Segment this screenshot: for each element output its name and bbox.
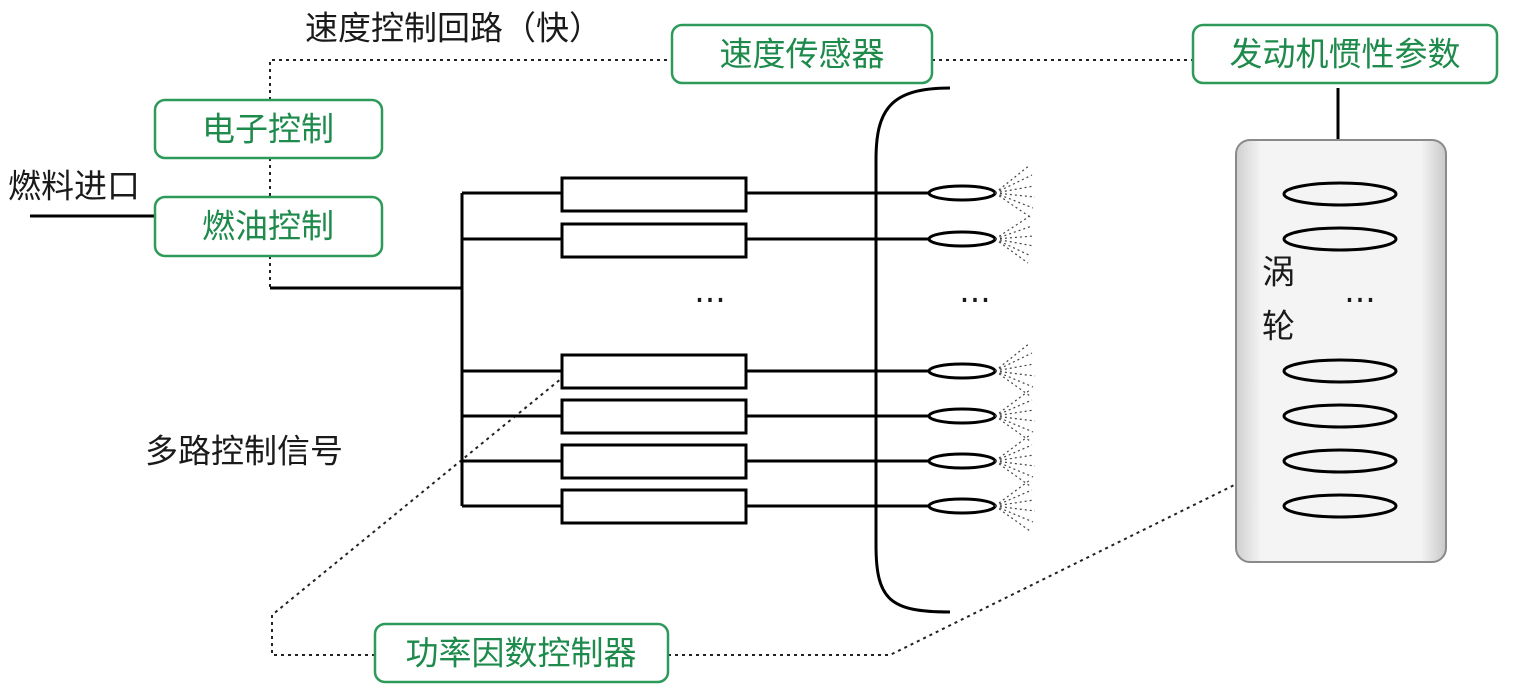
svg-text:电子控制: 电子控制 [202,110,334,149]
pf-controller-box: 功率因数控制器 [373,622,670,684]
injector-nozzle [927,497,997,515]
fuel-branch-4 [462,389,1036,442]
spray-cone [994,342,1036,397]
turbine-blade [1282,181,1398,207]
turbine-label-2: 轮 [1262,307,1295,346]
pf-right-feedback-line [668,459,1286,656]
turbine-blade [1282,226,1398,252]
fuel-branch-1 [462,164,1036,218]
injector-nozzle [927,407,997,425]
fuel-branch-5 [462,434,1036,487]
spray-cone [994,389,1036,442]
turbine-blade [1282,448,1398,474]
fuel-branch-3 [462,342,1036,397]
spray-cone [994,164,1036,218]
svg-text:发动机惯性参数: 发动机惯性参数 [1230,35,1461,74]
fuel-valve [560,222,748,259]
speed-sensor-box: 速度传感器 [670,23,934,85]
injectors-ellipsis: ··· [959,281,990,320]
turbine-blade [1282,493,1398,519]
fuel-valve [560,353,748,390]
svg-text:燃油控制: 燃油控制 [202,207,334,246]
injector-nozzle [927,452,997,470]
fuel-inlet-label: 燃料进口 [8,167,140,206]
fuel-valve [560,398,748,435]
engine-inertia-box: 发动机惯性参数 [1191,23,1499,85]
injector-bracket [874,86,951,614]
fuel-valve [560,176,748,213]
svg-text:速度传感器: 速度传感器 [720,35,885,74]
fuel-branch-2 [462,215,1035,264]
spray-cone [994,434,1036,487]
fuel-control-box: 燃油控制 [153,195,384,258]
speed-loop-label: 速度控制回路（快） [305,9,602,48]
injector-nozzle [927,184,997,202]
turbine-blades [1282,181,1398,519]
speed-loop-line [269,59,672,100]
valves-ellipsis: ··· [694,281,725,320]
injector-nozzle [927,362,997,380]
fuel-valve [560,443,748,480]
spray-cone [994,215,1035,264]
fuel-valve [560,488,748,525]
injector-nozzle [927,230,997,248]
turbine-blade [1282,403,1398,429]
fuel-branch-6 [462,479,1036,532]
electronic-control-box: 电子控制 [153,98,384,160]
multi-signal-label: 多路控制信号 [145,432,343,471]
spray-cone [994,479,1036,532]
turbine-label-1: 涡 [1262,253,1295,292]
blades-ellipsis: ··· [1344,281,1375,320]
svg-text:功率因数控制器: 功率因数控制器 [406,634,637,673]
pf-left-feedback-line [271,377,563,656]
turbine-casing [1235,139,1447,563]
turbine-blade [1282,358,1398,384]
